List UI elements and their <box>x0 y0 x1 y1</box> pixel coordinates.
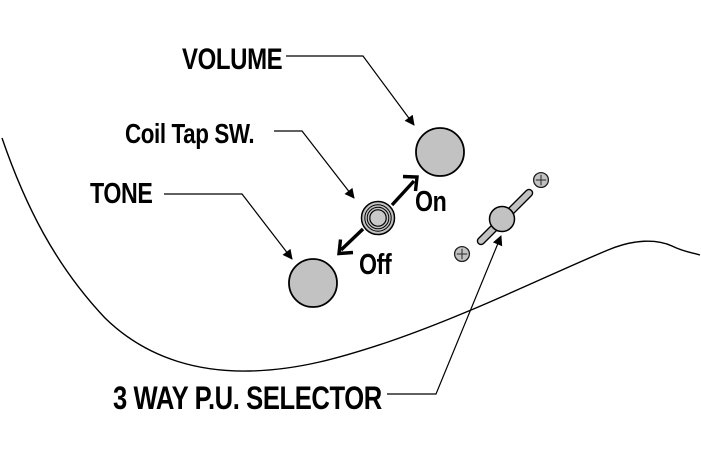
tone-knob <box>288 258 338 308</box>
switch-on-label: On <box>415 186 447 218</box>
coil-tap-leader-line <box>274 130 355 199</box>
selector-label: 3 WAY P.U. SELECTOR <box>113 380 382 416</box>
selector-screw-upper <box>532 171 550 189</box>
coil-tap-label: Coil Tap SW. <box>125 118 255 149</box>
tone-leader-line <box>164 193 293 260</box>
tone-label: TONE <box>90 178 153 210</box>
switch-off-label: Off <box>359 249 392 281</box>
coil-tap-switch <box>360 200 396 236</box>
on-direction-arrow <box>390 174 419 207</box>
selector-pivot-ball <box>488 205 516 233</box>
off-direction-arrow <box>337 227 365 256</box>
volume-leader-line <box>286 55 415 126</box>
3-way-pickup-selector-switch <box>453 171 550 263</box>
guitar-body-outline-curve <box>1 137 701 372</box>
volume-label: VOLUME <box>182 43 283 76</box>
volume-knob <box>415 127 465 177</box>
selector-screw-lower <box>453 245 471 263</box>
selector-leader-line <box>387 235 503 395</box>
